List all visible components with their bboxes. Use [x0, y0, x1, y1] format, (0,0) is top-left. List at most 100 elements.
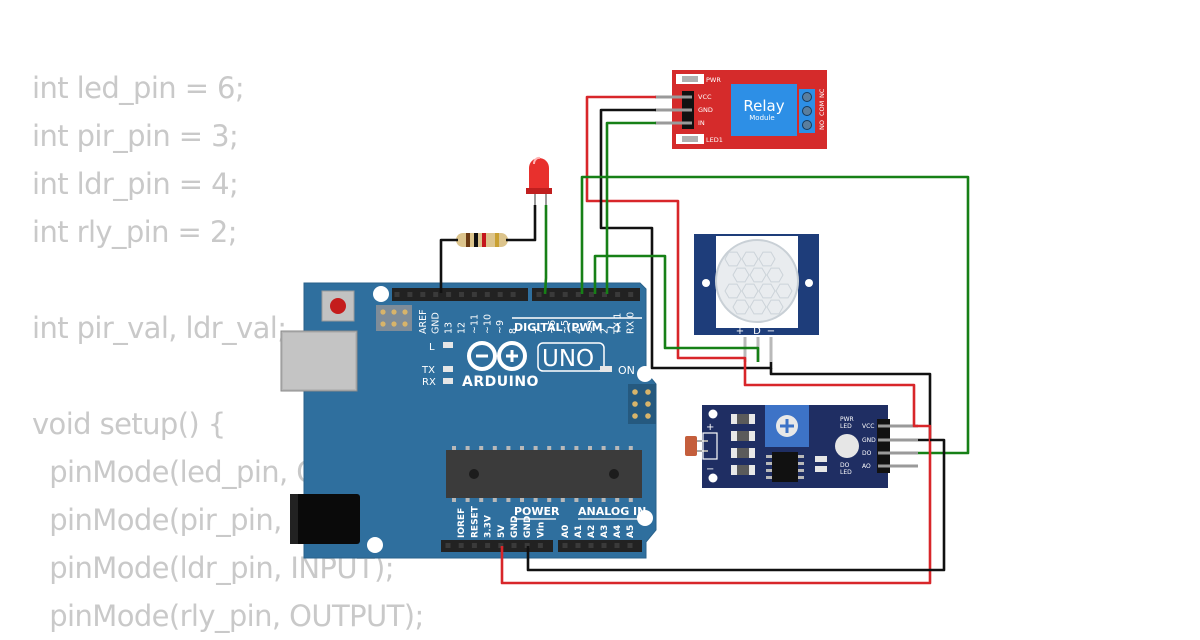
icsp-header-right [628, 384, 656, 424]
ldr-pin-vcc: VCC [862, 423, 874, 430]
relay-block [731, 84, 797, 136]
power-analog-pin-label: RESET [470, 505, 480, 538]
pir-lens-facet [758, 251, 776, 267]
digital-pin-label: 8 [508, 328, 519, 334]
wire-green-relay-in-pin2[interactable] [605, 121, 656, 294]
relay-title: Relay [743, 97, 784, 115]
relay-pin-gnd: GND [698, 106, 713, 114]
digital-pin-label: 12 [457, 322, 468, 334]
resistor[interactable] [456, 233, 508, 247]
icsp-header-small [376, 305, 412, 331]
digital-pin-holes [394, 292, 634, 297]
pir-lens-facet [766, 267, 784, 283]
relay-pwr-label: PWR [706, 76, 721, 84]
pir-lens-facet [732, 267, 750, 283]
wire-green-pir-out-pin3[interactable] [593, 254, 760, 362]
digital-pin-label: 2 [600, 328, 611, 334]
digital-pin-label: 7 [534, 328, 545, 334]
rx-led [443, 378, 453, 384]
digital-pin-label: ~11 [469, 314, 480, 334]
pir-pin-minus: − [767, 326, 775, 337]
code-line: int pir_val, ldr_val; [32, 311, 287, 345]
wire-black-gnd-rail[interactable] [526, 438, 946, 572]
analog-label: ANALOG IN [578, 505, 646, 518]
relay-pin-in: IN [698, 119, 705, 127]
pir-lens-facet [749, 299, 767, 315]
ldr-pin-gnd: GND [862, 437, 876, 444]
ldr-pin-header [877, 419, 890, 473]
pir-motion-sensor[interactable]: + D − [694, 234, 819, 362]
wire-black-gnd-resistor[interactable] [439, 238, 458, 293]
pir-lens-facet [775, 283, 793, 299]
digital-pin-label: ~10 [482, 314, 493, 334]
pir-lens-facet [766, 299, 784, 315]
mount-hole [637, 510, 653, 526]
relay-terminal-nc: NC [818, 88, 826, 98]
pir-dome [715, 239, 799, 323]
power-jack [290, 494, 360, 544]
power-analog-pin-label: A1 [574, 525, 584, 538]
mount-hole [637, 366, 653, 382]
power-analog-pin-label: GND [523, 516, 533, 538]
l-led-label: L [429, 342, 435, 353]
wire-red-5v[interactable] [500, 424, 932, 585]
code-line: int pir_pin = 3; [32, 119, 239, 153]
code-line: pinMode(rly_pin, OUTPUT); [32, 599, 424, 633]
power-analog-pin-label: IOREF [457, 508, 467, 538]
digital-pin-label: ~9 [495, 320, 506, 334]
power-label: POWER [514, 505, 560, 518]
digital-pin-label: 4 [573, 328, 584, 334]
pir-lens-facet [732, 299, 750, 315]
code-line: int led_pin = 6; [32, 71, 245, 105]
uno-badge [537, 342, 605, 372]
mount-hole [367, 537, 383, 553]
wire-green-led-pin6[interactable] [543, 205, 548, 295]
arduino-brand: ARDUINO [462, 374, 539, 390]
relay-terminal-com: COM [818, 101, 826, 116]
relay-led-label: LED1 [706, 136, 723, 144]
code-line: int rly_pin = 2; [32, 215, 237, 249]
pir-lens-facet [724, 251, 742, 267]
digital-label: DIGITAL (PWM ~) [514, 321, 621, 334]
pir-lens-facet [741, 251, 759, 267]
l-led [443, 342, 453, 348]
mount-hole [373, 286, 389, 302]
digital-pin-label: RX 0 [626, 312, 637, 334]
code-line: void setup() { [32, 407, 226, 441]
power-analog-pin-label: GND [510, 516, 520, 538]
ldr-pin-do: DO [862, 450, 872, 457]
power-analog-pin-label: A2 [587, 525, 597, 538]
wire-red-ldr-vcc[interactable] [743, 362, 918, 428]
relay-terminal-no: NO [818, 120, 826, 130]
on-label: ON [618, 364, 635, 377]
digital-pin-label: TX 1 [613, 313, 624, 335]
code-line: int ldr_pin = 4; [32, 167, 239, 201]
power-analog-pin-label: A4 [613, 525, 623, 538]
ldr-plus: + [706, 422, 714, 433]
power-analog-pin-label: Vin [536, 522, 546, 538]
relay-pin-vcc: VCC [698, 93, 712, 101]
relay-module[interactable]: PWR LED1 VCC GND IN Relay Module NO COM … [655, 70, 827, 149]
wire-black-ldr-gnd[interactable] [769, 368, 932, 442]
red-led[interactable] [526, 156, 552, 205]
power-header [441, 540, 553, 552]
digital-pin-label: 13 [444, 322, 455, 334]
arduino-infinity-logo [467, 341, 527, 371]
power-analog-pin-label: A3 [600, 525, 610, 538]
digital-pin-label: ~5 [560, 320, 571, 334]
digital-pin-label: AREF [418, 309, 429, 334]
relay-subtitle: Module [749, 114, 774, 122]
ldr-indicator-led [835, 434, 859, 458]
wire-black-resistor-led[interactable] [506, 205, 537, 242]
wire-green-ldr-do-pin4[interactable] [580, 175, 970, 455]
pir-lens-facet [741, 283, 759, 299]
power-analog-pin-label: A5 [626, 525, 636, 538]
wire-red-relay-vcc[interactable] [585, 95, 747, 362]
